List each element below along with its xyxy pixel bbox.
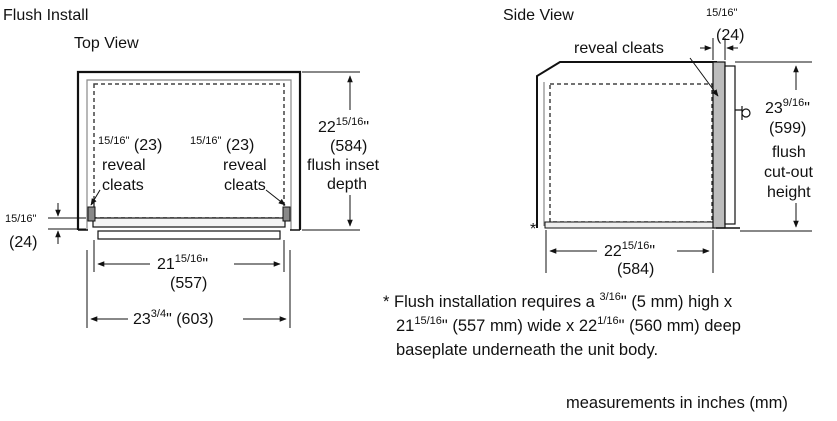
side-height-label-1: flush — [772, 144, 806, 161]
side-view-title: Side View — [503, 7, 574, 24]
side-top-dimension-line — [700, 38, 738, 60]
reveal-cleat-left-dimension: 15/16" (23) — [98, 135, 162, 154]
top-view-title: Top View — [74, 35, 139, 52]
side-height-mm: (599) — [769, 120, 806, 137]
depth-dimension: 2215/16" — [318, 116, 369, 136]
reveal-cleat-left-label: reveal — [102, 157, 146, 174]
side-handle — [735, 106, 743, 120]
side-baseplate — [544, 221, 716, 229]
depth-dimension-line — [302, 71, 360, 231]
cabinet-outline — [76, 70, 302, 230]
side-top-dimension: 15/16" — [706, 7, 738, 19]
reveal-cleat-left — [87, 206, 96, 222]
footnote-line-1: * Flush installation requires a 3/16" (5… — [383, 291, 733, 311]
footnote-line-2: 2115/16" (557 mm) wide x 221/16" (560 mm… — [396, 315, 741, 335]
side-front-panel — [712, 61, 726, 229]
offset-dimension-line — [48, 203, 86, 244]
door-handle — [97, 230, 281, 240]
inner-width-dimension: 2115/16" — [157, 253, 208, 273]
offset-mm: (24) — [9, 234, 37, 251]
side-depth-dimension-line — [545, 230, 714, 273]
units-note: measurements in inches (mm) — [566, 394, 788, 412]
reveal-cleat-right — [282, 206, 291, 222]
reveal-cleat-right-dimension: 15/16" (23) — [190, 135, 254, 154]
side-height-dimension-line — [735, 61, 812, 232]
footnote-line-3: baseplate underneath the unit body. — [396, 341, 658, 359]
side-cabinet-outline — [536, 61, 717, 228]
side-depth-mm: (584) — [617, 261, 654, 278]
side-height-label-2: cut-out — [764, 164, 813, 181]
inner-width-dimension-line — [93, 240, 285, 272]
unit-body-dashed — [93, 83, 285, 219]
side-depth-dimension: 2215/16" — [604, 240, 655, 260]
cleat-leaders — [90, 189, 286, 206]
reveal-cleat-left-label-2: cleats — [102, 177, 144, 194]
outer-width-dimension-line — [86, 250, 291, 328]
baseplate — [92, 217, 286, 228]
reveal-cleat-right-label: reveal — [223, 157, 267, 174]
side-height-dimension: 239/16" — [765, 97, 810, 117]
depth-mm: (584) — [330, 138, 367, 155]
side-reveal-cleats-label: reveal cleats — [574, 40, 664, 57]
side-height-label-3: height — [767, 184, 811, 201]
depth-label-2: depth — [327, 176, 367, 193]
inner-width-mm: (557) — [170, 275, 207, 292]
side-reveal-leader — [689, 57, 719, 97]
outer-width-dimension: 233/4" (603) — [133, 308, 214, 328]
side-unit-body-dashed — [549, 83, 713, 223]
offset-frac: 15/16" — [5, 213, 37, 225]
side-door — [724, 65, 736, 225]
side-asterisk: * — [530, 221, 536, 238]
reveal-cleat-right-label-2: cleats — [224, 177, 266, 194]
side-view-drawing — [536, 61, 751, 229]
top-view-drawing — [76, 70, 302, 240]
side-top-dimension-mm: (24) — [716, 27, 744, 44]
depth-label-1: flush inset — [307, 157, 380, 174]
cabinet-inner-wall — [86, 79, 292, 230]
flush-install-title: Flush Install — [3, 7, 88, 24]
